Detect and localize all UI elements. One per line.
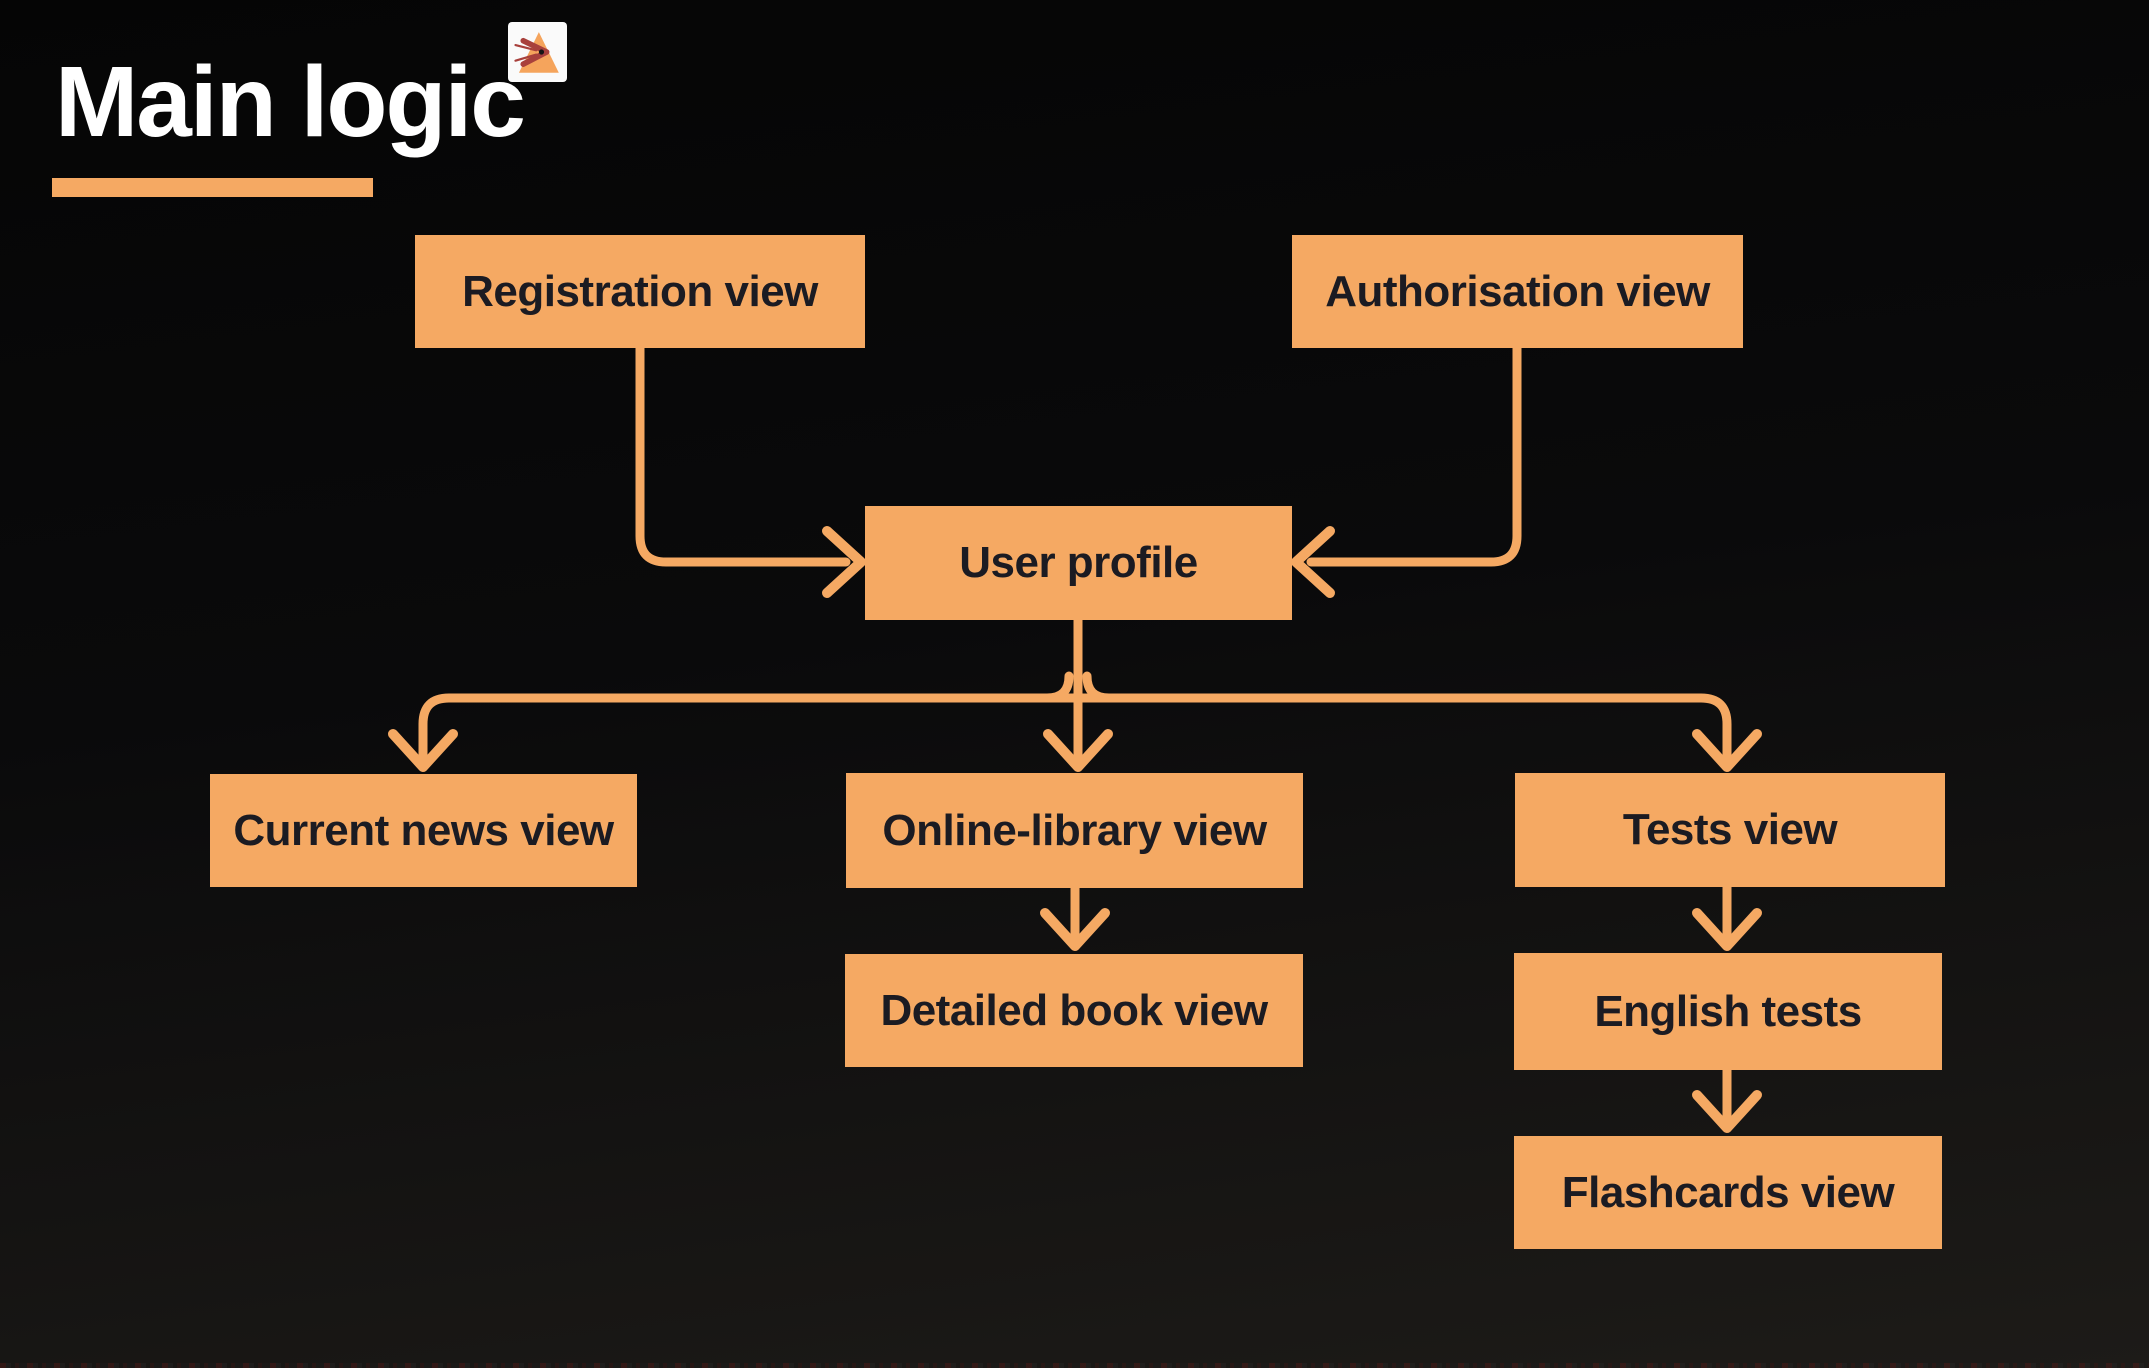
node-current-news-view: Current news view	[210, 774, 637, 887]
page-title: Main logic	[55, 46, 526, 158]
node-english-tests: English tests	[1514, 953, 1942, 1070]
node-tests-view: Tests view	[1515, 773, 1945, 887]
node-authorisation-view: Authorisation view	[1292, 235, 1743, 348]
title-underline	[52, 178, 373, 197]
app-logo	[508, 22, 567, 82]
node-flashcards-view: Flashcards view	[1514, 1136, 1942, 1249]
node-online-library-view: Online-library view	[846, 773, 1303, 888]
arrow-triangle-logo-icon	[513, 32, 559, 73]
node-detailed-book-view: Detailed book view	[845, 954, 1303, 1067]
bottom-edge-artifact	[0, 1363, 2149, 1368]
node-user-profile: User profile	[865, 506, 1292, 620]
node-registration-view: Registration view	[415, 235, 865, 348]
